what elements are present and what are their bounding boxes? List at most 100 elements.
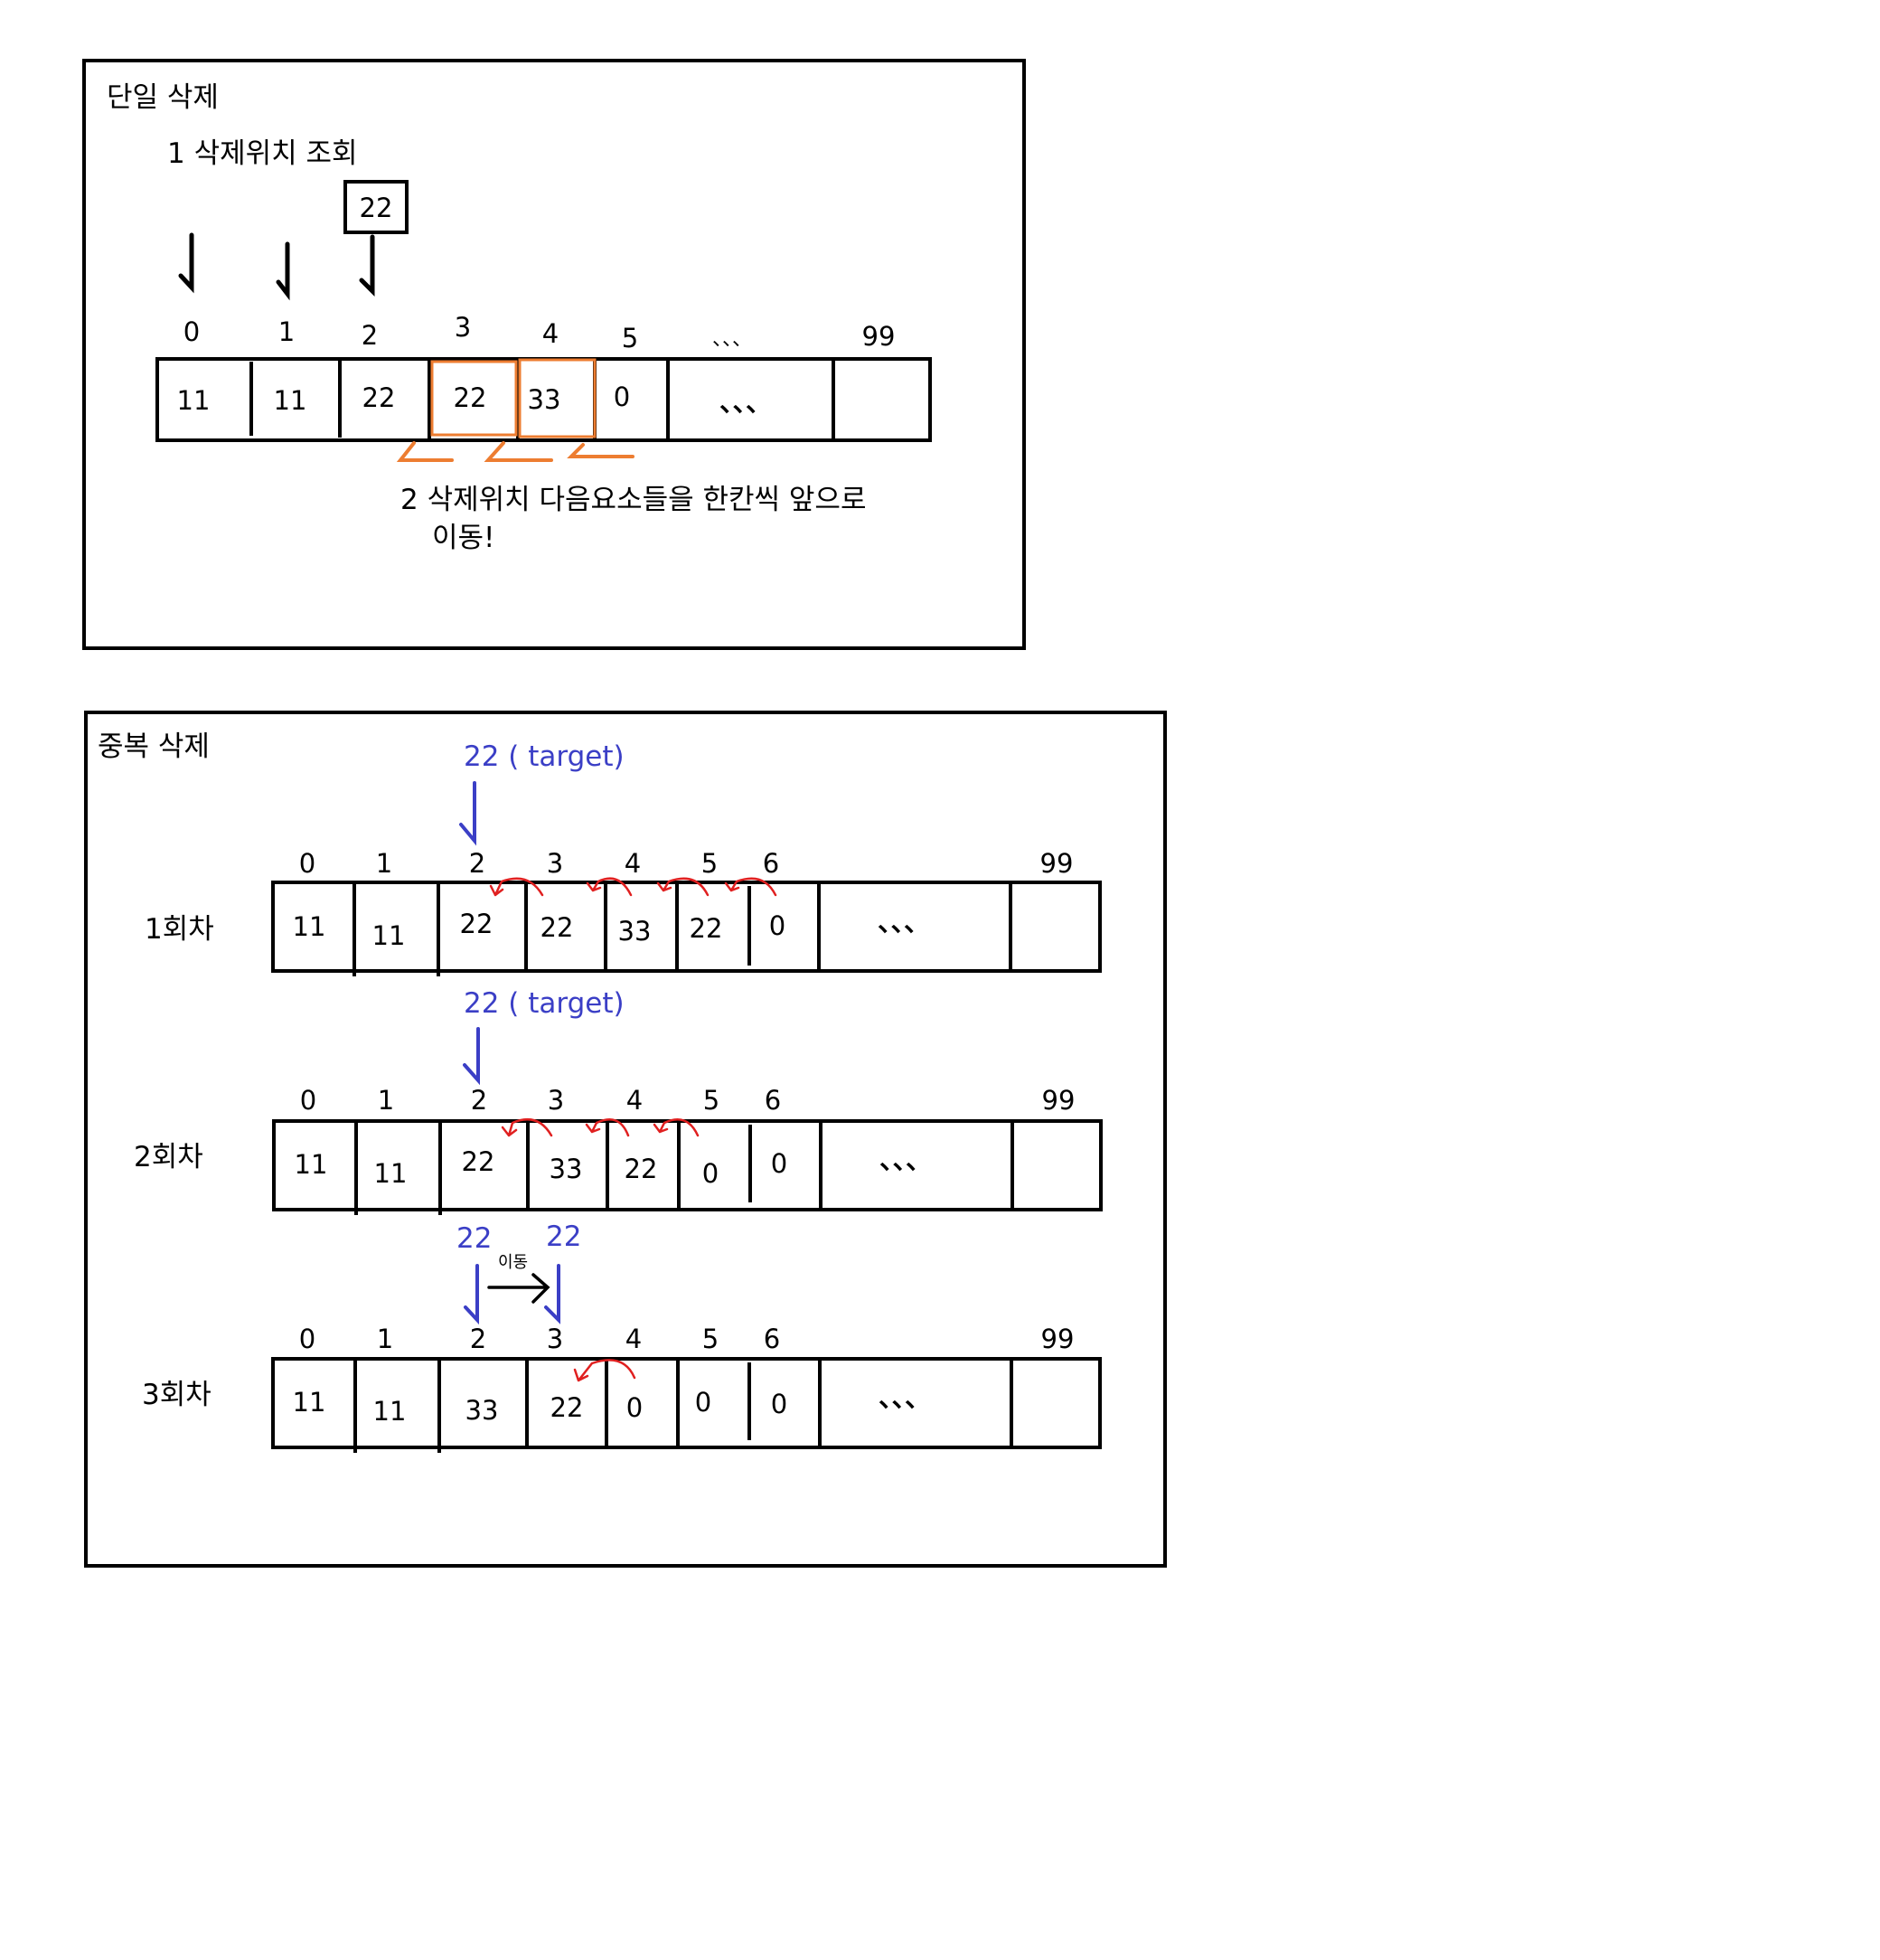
index-label: 0 <box>299 848 315 879</box>
single-index-row: 0 1 2 3 4 5 、、、 99 <box>183 312 896 353</box>
step2-caption: 2 삭제위치 다음요소들을 한칸씩 앞으로 <box>400 484 866 516</box>
multi-title: 중복 삭제 <box>98 730 210 763</box>
single-panel-frame <box>82 59 1026 650</box>
array-cell: 0 <box>771 1148 787 1179</box>
array-cell: 22 <box>462 1146 495 1177</box>
index-label: 3 <box>547 1324 563 1354</box>
array-cell: 11 <box>293 911 326 942</box>
array-cell: 33 <box>465 1395 499 1426</box>
target-arrow <box>544 1264 560 1324</box>
index-label: 99 <box>862 321 896 352</box>
index-label: 2 <box>470 1324 486 1354</box>
index-label: 6 <box>764 1324 780 1354</box>
single-array: 11 11 22 22 33 0 、、、 <box>155 357 932 442</box>
shift-arrows <box>489 877 777 897</box>
index-label: 1 <box>378 1085 394 1116</box>
target-arrow <box>463 1027 480 1086</box>
target-label: 22 <box>546 1220 581 1253</box>
array-cell: 22 <box>690 913 723 944</box>
array-cell: 33 <box>528 384 561 415</box>
single-title: 단일 삭제 <box>107 81 219 114</box>
index-label: 1 <box>278 316 295 347</box>
round-label: 1회차 <box>145 913 214 946</box>
array-cell: 0 <box>626 1392 643 1423</box>
round-label: 2회차 <box>134 1141 203 1173</box>
array-cell: 11 <box>293 1387 326 1418</box>
array-cell: 22 <box>362 382 396 413</box>
search-arrow-2 <box>359 234 375 297</box>
index-label: 4 <box>542 318 559 349</box>
step2-caption-cont: 이동! <box>432 522 494 554</box>
array-cell-ellipsis: 、、、 <box>879 1382 931 1413</box>
index-label: 3 <box>455 312 471 343</box>
index-label: 1 <box>377 1324 393 1354</box>
index-label: 3 <box>547 848 563 879</box>
array-cell: 11 <box>373 1396 407 1427</box>
target-arrow <box>464 1264 479 1325</box>
index-label: 2 <box>362 320 378 351</box>
index-label: 99 <box>1041 1324 1075 1354</box>
index-label: 5 <box>702 1324 719 1354</box>
single-delete-panel: 단일 삭제 1 삭제위치 조회 22 0 1 2 3 4 5 、、、 99 <box>82 59 1026 650</box>
step1-caption: 1 삭제위치 조회 <box>167 137 358 170</box>
index-label: 5 <box>622 323 638 353</box>
array-cell: 22 <box>540 912 574 943</box>
index-label: 6 <box>763 848 779 879</box>
array-cell: 22 <box>625 1154 658 1184</box>
array-cell: 0 <box>614 382 630 412</box>
move-arrow-icon <box>487 1273 550 1304</box>
move-label: 이동 <box>498 1253 528 1272</box>
array-cell: 0 <box>695 1387 711 1418</box>
round-1: 22 ( target) 0 1 2 3 4 5 6 99 1회차 <box>145 740 1102 976</box>
index-label: 4 <box>625 848 641 879</box>
array-cell: 22 <box>454 382 487 413</box>
index-label: 0 <box>299 1324 315 1354</box>
target-label: 22 ( target) <box>464 987 625 1020</box>
index-label: 1 <box>376 848 392 879</box>
array-cell-ellipsis: 、、、 <box>719 387 772 418</box>
search-value: 22 <box>360 193 393 223</box>
index-label: 2 <box>469 848 485 879</box>
array-cell: 11 <box>274 385 307 416</box>
round-3: 22 22 이동 0 1 2 3 4 5 6 99 3회차 <box>142 1220 1102 1453</box>
target-arrow <box>459 781 476 846</box>
search-arrow-0 <box>178 232 194 294</box>
shift-highlight-box <box>518 358 597 438</box>
array-cell: 0 <box>769 910 785 941</box>
array-cell: 11 <box>295 1149 328 1180</box>
array-cell: 0 <box>771 1389 787 1419</box>
array-cell-ellipsis: 、、、 <box>878 907 930 938</box>
array-cell: 0 <box>702 1158 719 1189</box>
shift-arrows <box>573 1359 636 1382</box>
array-cell: 11 <box>374 1158 408 1189</box>
array-cell: 33 <box>618 916 652 947</box>
array-cell-ellipsis: 、、、 <box>879 1145 932 1175</box>
multi-delete-panel: 중복 삭제 22 ( target) 0 1 2 3 4 5 6 99 1회차 <box>84 711 1167 1568</box>
index-label: 2 <box>471 1085 487 1116</box>
index-label: 5 <box>701 848 718 879</box>
shift-arrows <box>501 1118 700 1137</box>
array-cell: 11 <box>372 920 406 951</box>
array-cell: 11 <box>177 385 211 416</box>
search-arrow-1 <box>276 241 290 301</box>
round-2: 22 ( target) 0 1 2 3 4 5 6 99 2회차 <box>134 987 1103 1215</box>
search-arrows <box>178 232 375 301</box>
array-outline <box>271 881 1102 973</box>
array-cell: 22 <box>460 909 494 939</box>
index-label: 4 <box>626 1085 643 1116</box>
index-ellipsis: 、、、 <box>712 328 752 351</box>
shift-marks <box>396 441 634 462</box>
index-label: 5 <box>703 1085 719 1116</box>
round-label: 3회차 <box>142 1379 212 1411</box>
search-value-box <box>343 180 409 234</box>
array-cell: 22 <box>550 1392 584 1423</box>
index-label: 6 <box>765 1085 781 1116</box>
index-label: 99 <box>1042 1085 1076 1116</box>
array-outline <box>271 1357 1102 1449</box>
index-label: 0 <box>183 316 200 347</box>
shift-highlight-box <box>430 360 518 437</box>
target-label: 22 ( target) <box>464 740 625 773</box>
index-label: 0 <box>300 1085 316 1116</box>
